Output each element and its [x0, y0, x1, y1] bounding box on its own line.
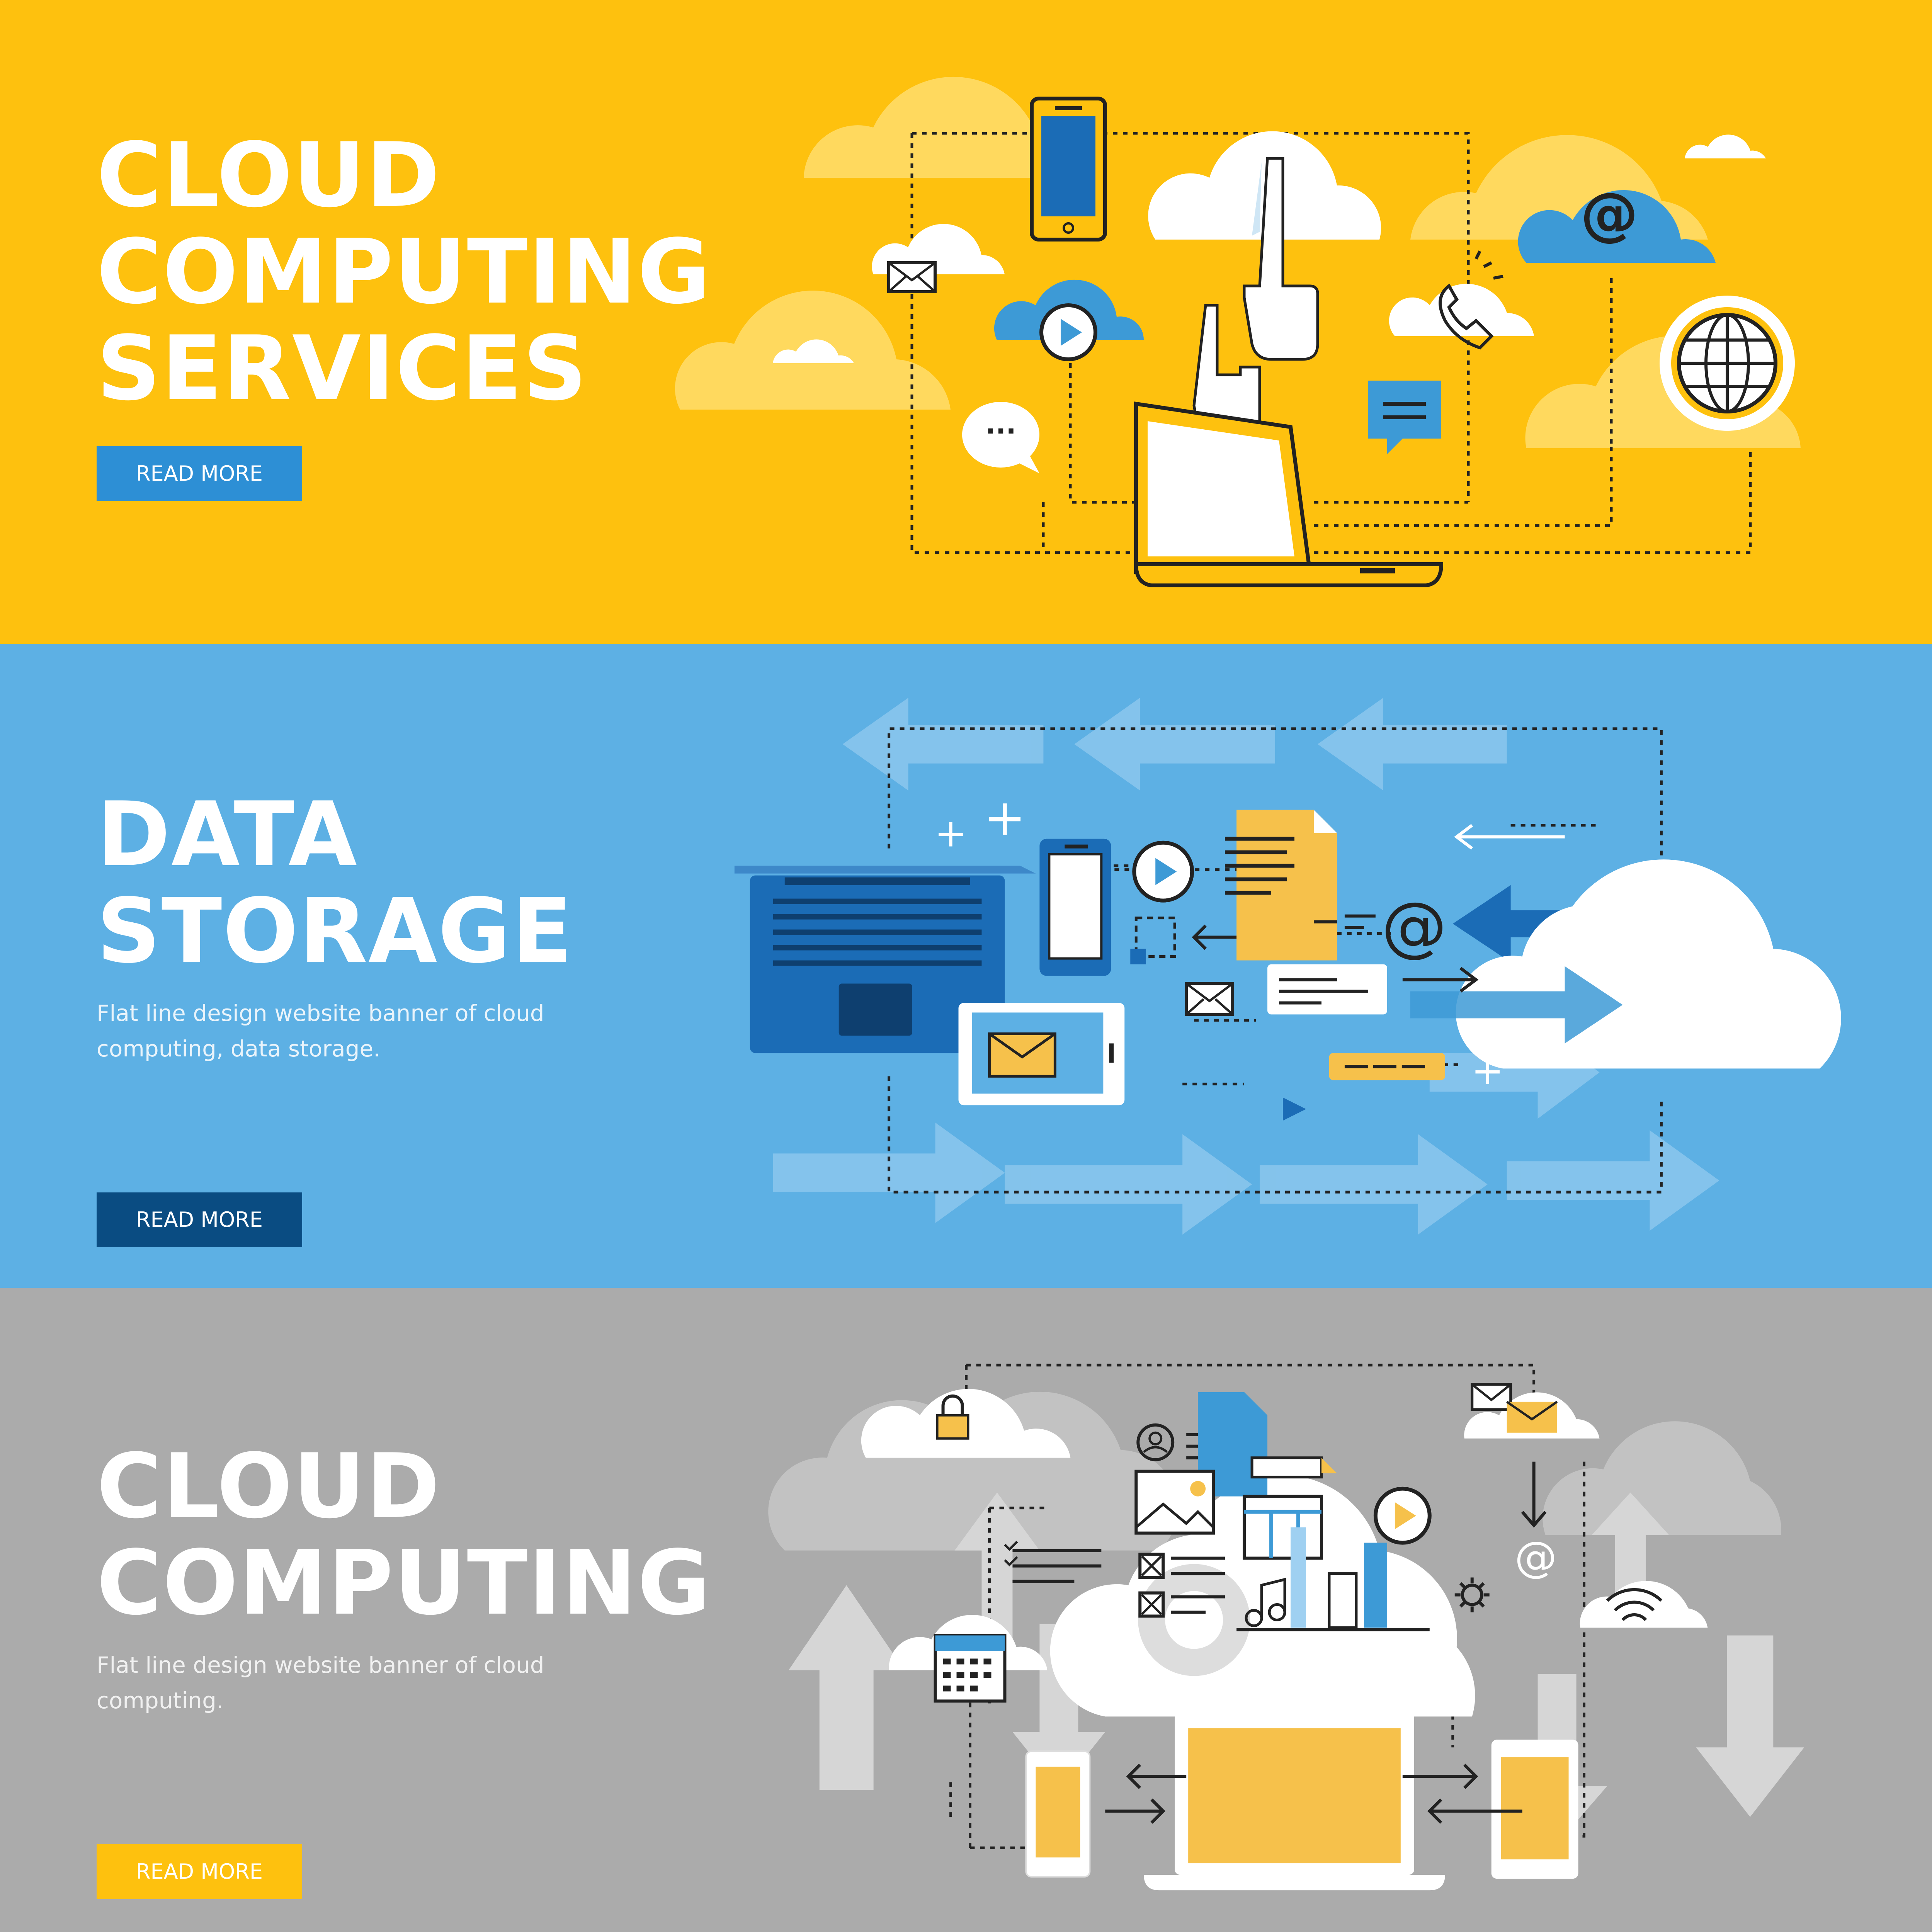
- mail-icon: [872, 224, 1005, 293]
- tablet-icon: [1491, 1740, 1578, 1879]
- banner-description: Flat line design website banner of cloud…: [97, 1652, 544, 1714]
- banner-text: DATA STORAGE Flat line design website ba…: [97, 787, 676, 1247]
- arrow-icon: [1454, 824, 1565, 850]
- title-line: SERVICES: [97, 317, 588, 420]
- laptop-icon: [734, 866, 1036, 1053]
- title-line: DATA: [97, 783, 358, 886]
- play-small-icon: [1283, 1097, 1306, 1121]
- title-line: STORAGE: [97, 880, 573, 983]
- selection-box-icon: [1134, 917, 1176, 958]
- globe-icon: [1660, 296, 1795, 431]
- banner-text: CLOUD COMPUTING Flat line design website…: [97, 1435, 711, 1899]
- banner-title: CLOUD COMPUTING: [97, 1435, 711, 1635]
- wifi-icon: [1580, 1581, 1708, 1628]
- svg-text:@: @: [1580, 180, 1638, 248]
- tablet-icon: [958, 1003, 1125, 1105]
- arrow-icon: [1402, 967, 1479, 993]
- title-line: CLOUD: [97, 1435, 441, 1538]
- at-icon: @: [1518, 180, 1716, 263]
- text-card-icon: [1267, 964, 1387, 1015]
- title-line: COMPUTING: [97, 1532, 711, 1635]
- play-icon: [1132, 840, 1194, 903]
- arrow-down-icon: [1521, 1461, 1547, 1528]
- svg-text:+: +: [984, 788, 1026, 847]
- document-icon: [1225, 810, 1376, 961]
- data-storage-illustration: + + +: [734, 697, 1841, 1235]
- checkbox-list-icon: [1004, 1541, 1225, 1618]
- svg-text:@: @: [1381, 888, 1447, 965]
- music-icon: [1245, 1578, 1286, 1627]
- arrow-icon: [1105, 1764, 1522, 1824]
- mail-icon: [1185, 982, 1235, 1016]
- banner-description: Flat line design website banner of cloud…: [97, 1000, 544, 1062]
- user-icon: [1136, 1423, 1175, 1461]
- play-icon: [1373, 1486, 1432, 1545]
- title-line: CLOUD: [97, 124, 441, 227]
- title-line: COMPUTING: [97, 221, 711, 324]
- arrow-icon: [1452, 885, 1615, 963]
- cloud-computing-illustration: @: [768, 1364, 1804, 1891]
- cloud-icon: [1456, 859, 1841, 1069]
- at-icon: @: [1515, 1532, 1557, 1582]
- read-more-button[interactable]: READ MORE: [97, 446, 302, 501]
- mail-icon: [1464, 1383, 1600, 1439]
- image-icon: [1134, 1469, 1215, 1535]
- layout-icon: [1243, 1456, 1337, 1560]
- smartphone-icon: [1039, 838, 1111, 976]
- chart-icon: [1236, 1527, 1430, 1631]
- banner-data-storage: DATA STORAGE Flat line design website ba…: [0, 644, 1932, 1288]
- svg-text:···: ···: [985, 415, 1016, 447]
- read-more-button[interactable]: READ MORE: [97, 1192, 302, 1247]
- gear-icon: [1454, 1577, 1490, 1612]
- smartphone-icon: [1030, 97, 1107, 242]
- banner-cloud-computing: CLOUD COMPUTING Flat line design website…: [0, 1288, 1932, 1932]
- banner-text: CLOUD COMPUTING SERVICES READ MORE: [97, 124, 711, 501]
- arrow-icon: [1410, 966, 1623, 1044]
- small-clouds: [773, 134, 1766, 363]
- banner-cloud-computing-services: CLOUD COMPUTING SERVICES READ MORE: [0, 0, 1932, 644]
- arrow-icon: [1192, 924, 1245, 950]
- banner-title: CLOUD COMPUTING SERVICES: [97, 124, 711, 420]
- lock-icon: [861, 1389, 1071, 1458]
- message-icon: [1368, 381, 1441, 454]
- smartphone-icon: [1025, 1750, 1091, 1878]
- plus-icons: + + +: [935, 788, 1504, 1094]
- banner-title: DATA STORAGE: [97, 787, 676, 980]
- play-icon: [994, 279, 1144, 361]
- calendar-icon: [889, 1615, 1048, 1703]
- chat-icon: ···: [962, 402, 1039, 473]
- background-arrows: [788, 1492, 1804, 1844]
- svg-text:+: +: [935, 811, 967, 856]
- laptop-icon: [1134, 401, 1444, 587]
- at-icon: @: [1381, 888, 1447, 965]
- cloud-services-illustration: ··· @: [675, 77, 1801, 587]
- phone-icon: [1389, 250, 1534, 350]
- read-more-button[interactable]: READ MORE: [97, 1844, 302, 1899]
- small-square-icon: [1130, 949, 1146, 964]
- laptop-icon: [1144, 1713, 1445, 1891]
- document-icon: [1198, 1392, 1268, 1497]
